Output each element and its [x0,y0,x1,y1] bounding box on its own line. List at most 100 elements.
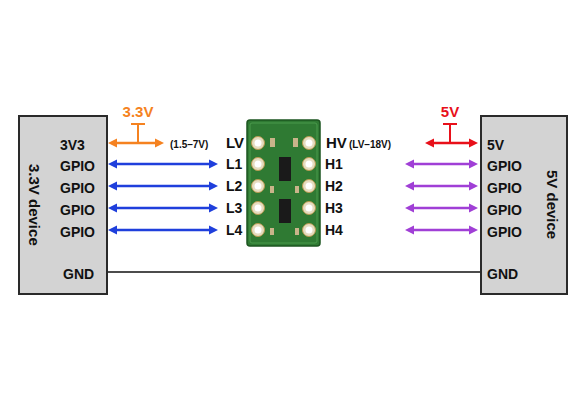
pin-label: GPIO [60,179,95,197]
pad-hole [255,140,262,147]
wire-line [433,142,470,145]
wire-line [413,229,470,232]
pad [252,158,265,171]
power-wire [425,139,478,148]
voltage-range: (1.5–7V) [170,136,208,154]
pad-hole [255,227,262,234]
smd-part [270,228,274,235]
pin-label: H3 [325,199,343,217]
arrow-head [469,182,478,191]
arrow-head [469,160,478,169]
arrow-head [108,160,117,169]
supply-bar [131,123,145,125]
signal-wire [405,182,478,191]
signal-wire [108,226,218,235]
pad [303,180,316,193]
wire-line [413,207,470,210]
pin-label: GPIO [60,223,95,241]
pin-label: HV [326,134,347,152]
smd-part [295,186,299,193]
smd-part [270,186,274,193]
arrow-head [155,139,164,148]
supply-voltage: 5V [441,103,459,121]
arrow-head [469,204,478,213]
signal-wire [405,204,478,213]
pad-hole [306,183,313,190]
wire-line [116,207,210,210]
pin-label: GPIO [487,223,522,241]
pin-label: GPIO [487,201,522,219]
pad-hole [306,161,313,168]
pad-hole [255,161,262,168]
wire-line [413,185,470,188]
pad [303,224,316,237]
smd-part [293,138,298,147]
pad-hole [255,183,262,190]
pad-hole [306,227,313,234]
supply-voltage: 3.3V [123,103,154,121]
pin-label: GND [63,265,94,283]
pad [303,158,316,171]
wire-line [116,185,210,188]
pin-label: LV [226,134,244,152]
wire-line [116,142,156,145]
ground-wire [108,272,480,273]
arrow-head [209,226,218,235]
device-name: 3.3V device [24,117,44,293]
pad-hole [306,205,313,212]
pin-label: L4 [226,221,242,239]
pad-hole [306,140,313,147]
pin-label: GPIO [60,201,95,219]
arrow-head [209,160,218,169]
voltage-range: (LV–18V) [349,136,391,154]
power-wire [108,139,164,148]
ic-chip [279,199,291,223]
arrow-head [425,139,434,148]
arrow-head [405,182,414,191]
pin-label: 5V [487,136,504,154]
supply-stem [449,124,451,143]
pad [252,202,265,215]
pcb-edge [250,123,317,243]
arrow-head [405,160,414,169]
arrow-head [108,182,117,191]
pin-label: GPIO [487,179,522,197]
signal-wire [108,204,218,213]
arrow-head [405,204,414,213]
arrow-head [469,226,478,235]
signal-wire [405,226,478,235]
pin-label: GPIO [487,157,522,175]
wire-line [413,163,470,166]
smd-part [295,228,299,235]
device-box: 5V device 5V GPIO GPIO GPIO GPIO GND [480,115,568,295]
pad [252,137,265,150]
signal-wire [108,182,218,191]
pin-label: H1 [325,155,343,173]
pin-label: H2 [325,177,343,195]
signal-wire [108,160,218,169]
ic-chip [279,157,291,181]
level-shifter-board [247,120,320,246]
pin-label: L1 [226,155,242,173]
pin-label: L2 [226,177,242,195]
pin-label: GPIO [60,157,95,175]
arrow-head [209,204,218,213]
pcb-body [247,120,320,246]
device-name: 5V device [542,117,562,293]
arrow-head [209,182,218,191]
supply-symbol [443,124,457,143]
supply-stem [137,124,139,143]
smd-part [270,138,275,147]
pad-hole [255,205,262,212]
arrow-head [469,139,478,148]
arrow-head [108,204,117,213]
pin-label: GND [487,265,518,283]
pad [303,137,316,150]
supply-bar [443,123,457,125]
wire-line [116,163,210,166]
arrow-head [108,226,117,235]
arrow-head [108,139,117,148]
pin-label: H4 [325,221,343,239]
supply-symbol [131,124,145,143]
